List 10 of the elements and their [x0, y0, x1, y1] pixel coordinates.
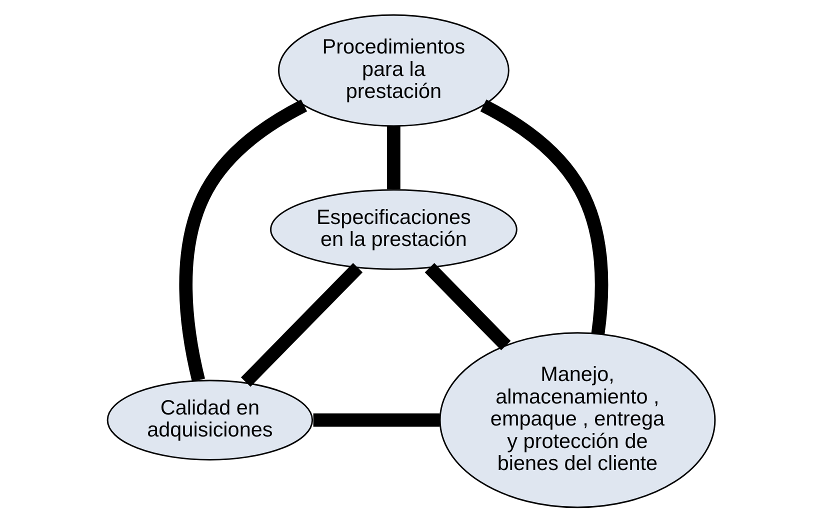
connector: [480, 98, 608, 334]
connector: [424, 262, 510, 350]
connector: [312, 412, 440, 426]
node-ellipse: Manejo, almacenamiento , empaque , entrega y protección de bienes del cliente: [438, 332, 716, 508]
connector: [178, 98, 307, 382]
connector: [240, 262, 362, 386]
node-ellipse: Calidad en adquisiciones: [106, 379, 313, 460]
node-ellipse: Especificaciones en la prestación: [270, 188, 517, 270]
connector: [386, 126, 400, 189]
node-ellipse: Procedimientos para la prestación: [278, 14, 509, 126]
